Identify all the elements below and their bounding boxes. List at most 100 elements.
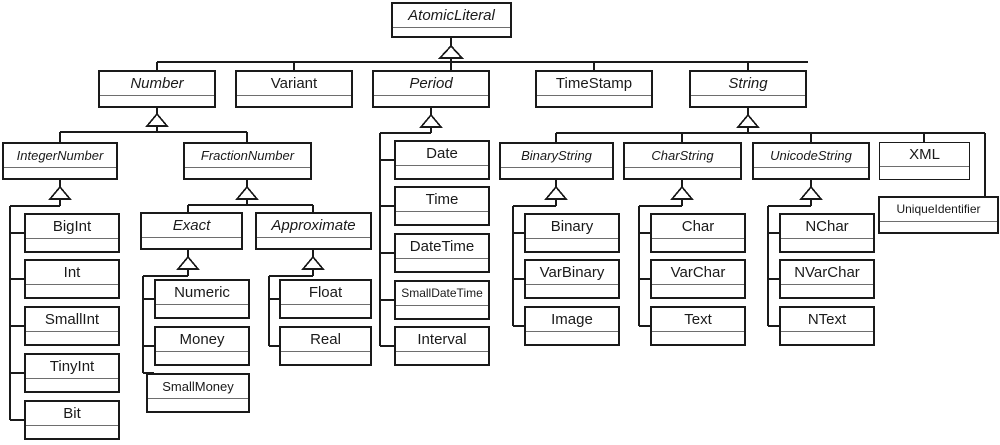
class-char[interactable]: Char — [650, 213, 746, 253]
class-name-period: Period — [374, 72, 488, 96]
class-variant[interactable]: Variant — [235, 70, 353, 108]
class-period[interactable]: Period — [372, 70, 490, 108]
class-name-nvarchar: NVarChar — [781, 261, 873, 285]
class-name-integernumber: IntegerNumber — [4, 144, 116, 168]
class-attributes-charstring — [625, 168, 740, 178]
class-time[interactable]: Time — [394, 186, 490, 226]
class-name-xml: XML — [880, 143, 969, 167]
class-unicodestring[interactable]: UnicodeString — [752, 142, 870, 180]
class-name-variant: Variant — [237, 72, 351, 96]
class-attributes-money — [156, 352, 248, 364]
class-attributes-uniqueidentifier — [880, 222, 997, 232]
class-attributes-binarystring — [501, 168, 612, 178]
class-image[interactable]: Image — [524, 306, 620, 346]
class-real[interactable]: Real — [279, 326, 372, 366]
class-attributes-real — [281, 352, 370, 364]
class-date[interactable]: Date — [394, 140, 490, 180]
class-name-money: Money — [156, 328, 248, 352]
edge-charstring-children — [638, 180, 694, 327]
class-smallint[interactable]: SmallInt — [24, 306, 120, 346]
class-attributes-int — [26, 285, 118, 297]
class-smallmoney[interactable]: SmallMoney — [146, 373, 250, 413]
class-name-image: Image — [526, 308, 618, 332]
class-attributes-interval — [396, 352, 488, 364]
class-attributes-image — [526, 332, 618, 344]
class-text[interactable]: Text — [650, 306, 746, 346]
class-binary[interactable]: Binary — [524, 213, 620, 253]
class-name-bit: Bit — [26, 402, 118, 426]
class-attributes-number — [100, 96, 214, 106]
class-attributes-numeric — [156, 305, 248, 317]
class-bit[interactable]: Bit — [24, 400, 120, 440]
class-binarystring[interactable]: BinaryString — [499, 142, 614, 180]
class-interval[interactable]: Interval — [394, 326, 490, 366]
edge-number-children — [59, 108, 248, 142]
class-attributes-bit — [26, 426, 118, 438]
class-name-date: Date — [396, 142, 488, 166]
class-attributes-varchar — [652, 285, 744, 297]
class-name-real: Real — [281, 328, 370, 352]
class-attributes-varbinary — [526, 285, 618, 297]
class-attributes-period — [374, 96, 488, 106]
class-name-varbinary: VarBinary — [526, 261, 618, 285]
class-attributes-bigint — [26, 239, 118, 251]
class-name-atomicliteral: AtomicLiteral — [393, 4, 510, 28]
class-ntext[interactable]: NText — [779, 306, 875, 346]
class-name-tinyint: TinyInt — [26, 355, 118, 379]
class-exact[interactable]: Exact — [140, 212, 243, 250]
class-attributes-time — [396, 212, 488, 224]
class-nvarchar[interactable]: NVarChar — [779, 259, 875, 299]
class-attributes-variant — [237, 96, 351, 106]
class-attributes-xml — [880, 167, 969, 179]
class-name-float: Float — [281, 281, 370, 305]
edge-binarystring-children — [512, 180, 568, 327]
class-atomicliteral[interactable]: AtomicLiteral — [391, 2, 512, 38]
class-datetime[interactable]: DateTime — [394, 233, 490, 273]
class-name-charstring: CharString — [625, 144, 740, 168]
class-varbinary[interactable]: VarBinary — [524, 259, 620, 299]
class-attributes-text — [652, 332, 744, 344]
class-name-approximate: Approximate — [257, 214, 370, 238]
class-attributes-ntext — [781, 332, 873, 344]
class-attributes-nvarchar — [781, 285, 873, 297]
class-xml[interactable]: XML — [879, 142, 970, 180]
class-tinyint[interactable]: TinyInt — [24, 353, 120, 393]
class-varchar[interactable]: VarChar — [650, 259, 746, 299]
class-money[interactable]: Money — [154, 326, 250, 366]
class-name-binary: Binary — [526, 215, 618, 239]
class-smalldatetime[interactable]: SmallDateTime — [394, 280, 490, 320]
class-name-nchar: NChar — [781, 215, 873, 239]
class-name-number: Number — [100, 72, 214, 96]
class-approximate[interactable]: Approximate — [255, 212, 372, 250]
class-attributes-approximate — [257, 238, 370, 248]
class-name-varchar: VarChar — [652, 261, 744, 285]
class-float[interactable]: Float — [279, 279, 372, 319]
class-nchar[interactable]: NChar — [779, 213, 875, 253]
class-number[interactable]: Number — [98, 70, 216, 108]
class-attributes-atomicliteral — [393, 28, 510, 36]
class-string[interactable]: String — [689, 70, 807, 108]
edge-atomicliteral-children — [156, 38, 808, 70]
class-attributes-timestamp — [537, 96, 651, 106]
class-name-interval: Interval — [396, 328, 488, 352]
class-int[interactable]: Int — [24, 259, 120, 299]
class-name-smalldatetime: SmallDateTime — [396, 282, 488, 306]
class-name-string: String — [691, 72, 805, 96]
class-fractionnumber[interactable]: FractionNumber — [183, 142, 312, 180]
class-attributes-unicodestring — [754, 168, 868, 178]
class-attributes-date — [396, 166, 488, 178]
class-name-ntext: NText — [781, 308, 873, 332]
class-numeric[interactable]: Numeric — [154, 279, 250, 319]
class-bigint[interactable]: BigInt — [24, 213, 120, 253]
class-charstring[interactable]: CharString — [623, 142, 742, 180]
class-uniqueidentifier[interactable]: UniqueIdentifier — [878, 196, 999, 234]
class-attributes-string — [691, 96, 805, 106]
class-attributes-smallint — [26, 332, 118, 344]
class-attributes-datetime — [396, 259, 488, 271]
class-integernumber[interactable]: IntegerNumber — [2, 142, 118, 180]
class-attributes-binary — [526, 239, 618, 251]
class-timestamp[interactable]: TimeStamp — [535, 70, 653, 108]
class-name-timestamp: TimeStamp — [537, 72, 651, 96]
class-name-uniqueidentifier: UniqueIdentifier — [880, 198, 997, 222]
